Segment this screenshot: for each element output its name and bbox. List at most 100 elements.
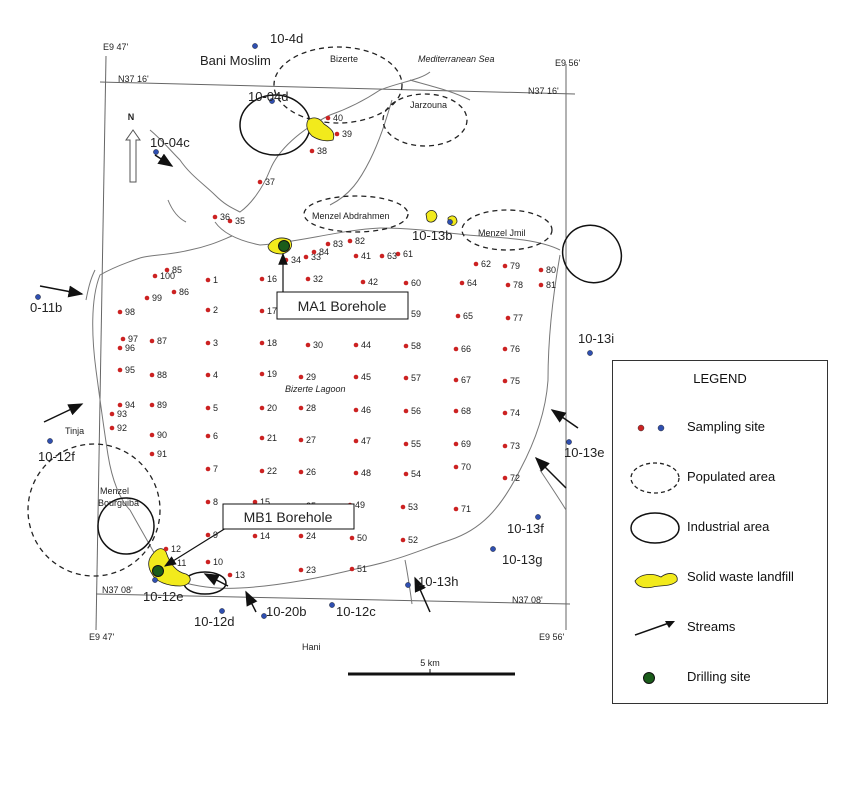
- stream-arrow: [154, 153, 174, 167]
- sampling-site-label: 81: [546, 280, 556, 290]
- station-label: 10-12d: [194, 614, 234, 629]
- borehole-label-ma1: MA1 Borehole: [298, 298, 387, 314]
- sampling-site-label: 74: [510, 408, 520, 418]
- sampling-site-55: [403, 441, 409, 447]
- sampling-site-92: [109, 425, 115, 431]
- station-label: 10-04c: [150, 135, 190, 150]
- sampling-site-label: 16: [267, 274, 277, 284]
- sampling-site-40: [325, 115, 331, 121]
- sampling-site-84: [311, 249, 317, 255]
- station-label: 10-13g: [502, 552, 542, 567]
- legend-label: Solid waste landfill: [687, 569, 794, 584]
- sampling-site-label: 57: [411, 373, 421, 383]
- sampling-site-41: [353, 253, 359, 259]
- sampling-site-82: [347, 238, 353, 244]
- sampling-site-32: [305, 276, 311, 282]
- stream-arrow: [39, 285, 84, 298]
- sampling-site-label: 84: [319, 247, 329, 257]
- sampling-site-12: [163, 546, 169, 552]
- sampling-site-label: 18: [267, 338, 277, 348]
- sampling-site-label: 4: [213, 370, 218, 380]
- station-10-13b: [447, 219, 453, 225]
- sampling-site-label: 89: [157, 400, 167, 410]
- sampling-site-65: [455, 313, 461, 319]
- sampling-site-label: 72: [510, 473, 520, 483]
- sampling-site-label: 40: [333, 113, 343, 123]
- sampling-site-30: [305, 342, 311, 348]
- sampling-site-label: 98: [125, 307, 135, 317]
- sampling-site-47: [353, 438, 359, 444]
- sampling-site-label: 69: [461, 439, 471, 449]
- sampling-site-44: [353, 342, 359, 348]
- place-label: Menzel Abdrahmen: [312, 211, 390, 221]
- sampling-site-69: [453, 441, 459, 447]
- legend-item-sampling: Sampling site: [613, 411, 827, 445]
- station-10-13g: [490, 546, 496, 552]
- drilling-sites: [152, 240, 290, 577]
- corner-label: N37 08': [512, 595, 543, 605]
- legend-label: Populated area: [687, 469, 776, 484]
- sampling-site-label: 20: [267, 403, 277, 413]
- sampling-site-label: 88: [157, 370, 167, 380]
- sampling-site-label: 61: [403, 249, 413, 259]
- legend-title: LEGEND: [693, 371, 747, 386]
- stream-arrow: [414, 576, 431, 613]
- sampling-site-99: [144, 295, 150, 301]
- sampling-site-label: 96: [125, 343, 135, 353]
- sampling-site-label: 97: [128, 334, 138, 344]
- sampling-site-label: 26: [306, 467, 316, 477]
- sampling-site-72: [502, 475, 508, 481]
- sampling-site-100: [152, 273, 158, 279]
- sampling-site-label: 27: [306, 435, 316, 445]
- station-label: 10-12c: [336, 604, 376, 619]
- sampling-site-label: 65: [463, 311, 473, 321]
- sampling-site-label: 10: [213, 557, 223, 567]
- sampling-site-label: 1: [213, 275, 218, 285]
- sampling-site-67: [453, 377, 459, 383]
- sampling-site-label: 56: [411, 406, 421, 416]
- sampling-site-52: [400, 537, 406, 543]
- sampling-site-61: [395, 251, 401, 257]
- sampling-site-16: [259, 276, 265, 282]
- legend-item-landfill: Solid waste landfill: [613, 561, 827, 595]
- stream-arrow: [43, 403, 84, 423]
- sampling-site-label: 7: [213, 464, 218, 474]
- station-label: 10-13f: [507, 521, 544, 536]
- place-label: Jarzouna: [410, 100, 447, 110]
- station-label: 10-13i: [578, 331, 614, 346]
- sampling-site-22: [259, 468, 265, 474]
- industrial-south: [183, 571, 227, 595]
- sampling-site-label: 39: [342, 129, 352, 139]
- sampling-site-57: [403, 375, 409, 381]
- corner-label: E9 56': [539, 632, 565, 642]
- sampling-site-97: [120, 336, 126, 342]
- sampling-site-68: [453, 408, 459, 414]
- sampling-site-label: 45: [361, 372, 371, 382]
- populated-menzel-jmil: [461, 209, 553, 251]
- coordinate-labels: E9 47' E9 56' N37 16' N37 16' N37 08' N3…: [89, 42, 581, 642]
- corner-label: N37 08': [102, 585, 133, 595]
- station-label: 0-11b: [30, 300, 62, 315]
- sampling-site-3: [205, 340, 211, 346]
- station-10-12c: [329, 602, 335, 608]
- sampling-site-label: 58: [411, 341, 421, 351]
- legend-label: Streams: [687, 619, 736, 634]
- sampling-site-94: [117, 402, 123, 408]
- north-arrow-icon: N: [125, 112, 141, 183]
- sampling-site-23: [298, 567, 304, 573]
- sampling-site-label: 55: [411, 439, 421, 449]
- sampling-site-86: [171, 289, 177, 295]
- station-10-13f: [535, 514, 541, 520]
- sampling-site-56: [403, 408, 409, 414]
- sampling-site-label: 38: [317, 146, 327, 156]
- sampling-site-label: 12: [171, 544, 181, 554]
- sampling-site-label: 67: [461, 375, 471, 385]
- sampling-site-96: [117, 345, 123, 351]
- sampling-site-label: 11: [177, 558, 186, 568]
- sampling-site-35: [227, 218, 233, 224]
- sampling-site-label: 71: [461, 504, 471, 514]
- sampling-site-77: [505, 315, 511, 321]
- sampling-site-label: 32: [313, 274, 323, 284]
- station-label: 10-04d: [248, 89, 288, 104]
- sampling-site-label: 92: [117, 423, 127, 433]
